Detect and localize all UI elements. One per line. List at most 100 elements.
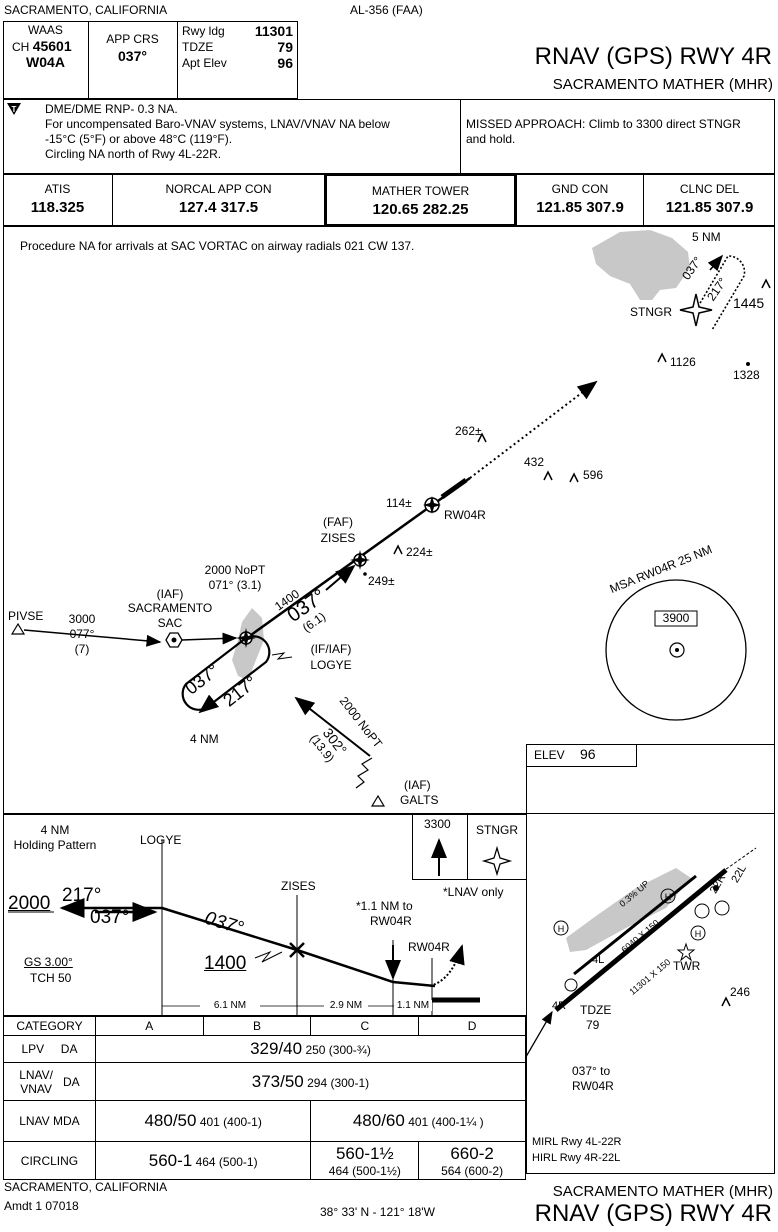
- pivse-route: [23, 629, 162, 647]
- svg-text:H: H: [695, 929, 702, 939]
- airport-obstacle-246: 246: [730, 985, 751, 999]
- missed-approach-course: [469, 380, 598, 479]
- missed-approach-line-1: MISSED APPROACH: Climb to 3300 direct ST…: [466, 117, 741, 131]
- page-subtitle: SACRAMENTO MATHER (MHR): [552, 76, 773, 93]
- profile-glideslope: GS 3.00°: [24, 955, 73, 969]
- minimums-lpv-row: LPV DA 329/40 250 (300-¾): [3, 1035, 527, 1063]
- lnav-cd-minimums: 480/60 401 (400-1¼ ): [310, 1100, 526, 1142]
- note-line-1: DME/DME RNP- 0.3 NA.: [45, 102, 178, 116]
- airport-drawing: H H H: [526, 847, 757, 1059]
- lnav-ab-minimums: 480/50 401 (400-1): [94, 1100, 312, 1142]
- airport-tdze-value: 79: [586, 1018, 600, 1032]
- note-line-3: -15°C (5°F) or above 48°C (119°F).: [45, 132, 233, 146]
- tdze-value: 79: [277, 39, 293, 55]
- apt-elev-label: Apt Elev: [182, 56, 227, 70]
- profile-lnav-only: *LNAV only: [443, 885, 504, 899]
- waas-id: W04A: [26, 54, 65, 70]
- rwy-ldg-value: 11301: [254, 23, 293, 39]
- obstacle-432: 432: [524, 455, 545, 469]
- sac-route: [181, 632, 238, 645]
- svg-text:H: H: [558, 924, 565, 934]
- pivse-crs: 077°: [69, 627, 95, 641]
- circling-ab-minimums: 560-1 464 (500-1): [94, 1141, 312, 1180]
- galts-fix-icon: [370, 794, 386, 807]
- svg-text:T: T: [12, 105, 17, 114]
- msa-circle: [605, 579, 747, 721]
- profile-note-1: *1.1 NM to: [356, 899, 413, 913]
- obstacle-249: 249±: [368, 574, 395, 588]
- profile-dist-2: 2.9 NM: [324, 1000, 368, 1011]
- footer-title: RNAV (GPS) RWY 4R: [534, 1200, 772, 1227]
- galts-route: [294, 696, 371, 757]
- airport-crs-note-1: 037° to: [572, 1064, 611, 1078]
- missed-approach-line-2: and hold.: [466, 132, 516, 146]
- obstacle-262: 262±: [455, 424, 482, 438]
- notes-box: [3, 99, 775, 174]
- rwy-ldg-label: Rwy ldg: [182, 24, 225, 38]
- briefing-strip: [3, 21, 298, 99]
- ch-label: CH 45601: [12, 38, 72, 54]
- apt-elev-value: 96: [277, 55, 293, 71]
- sac-name: SACRAMENTO: [127, 601, 213, 615]
- profile-hold-label-1: 4 NM: [40, 823, 70, 837]
- profile-stngr-icon: [481, 845, 513, 877]
- footer-coordinates: 38° 33' N - 121° 18'W: [320, 1205, 435, 1219]
- lighting-note-2: HIRL Rwy 4R-22L: [532, 1152, 621, 1164]
- note-line-4: Circling NA north of Rwy 4L-22R.: [45, 147, 222, 161]
- lpv-minimums: 329/40 250 (300-¾): [94, 1035, 527, 1063]
- profile-rw04r: RW04R: [408, 940, 450, 954]
- profile-crs-217: 217°: [62, 885, 102, 906]
- nopt-sac: 2000 NoPT: [204, 563, 266, 577]
- lnav-vnav-minimums: 373/50 294 (300-1): [94, 1062, 527, 1101]
- lnav-mda-label: LNAV MDA: [3, 1100, 96, 1142]
- chart-number: AL-356 (FAA): [350, 3, 423, 17]
- circling-label: CIRCLING: [3, 1141, 96, 1180]
- note-line-2: For uncompensated Baro-VNAV systems, LNA…: [45, 117, 390, 131]
- procedure-note: Procedure NA for arrivals at SAC VORTAC …: [20, 239, 415, 253]
- notes-triangle-icon: T: [7, 103, 21, 115]
- profile-descent-path: [161, 906, 436, 988]
- terrain-shading: [592, 230, 690, 300]
- nopt-sac-crs: 071° (3.1): [208, 578, 262, 592]
- minimums-category-row: CATEGORY A B C D: [3, 1016, 526, 1036]
- missed-approach-icons: [412, 814, 527, 880]
- pivse-label: PIVSE: [8, 609, 44, 623]
- rwy-4l-label: 4L: [592, 954, 605, 966]
- profile-note-2: RW04R: [370, 914, 412, 928]
- footer-airport: SACRAMENTO MATHER (MHR): [552, 1183, 773, 1200]
- runway-4r-22l: [554, 868, 728, 1012]
- lpv-label: LPV DA: [3, 1035, 96, 1063]
- stngr-label: STNGR: [630, 305, 672, 319]
- profile-dist-3: 1.1 NM: [394, 1000, 432, 1011]
- category-b: B: [202, 1016, 312, 1036]
- svg-text:H: H: [665, 892, 672, 902]
- profile-dist-1: 6.1 NM: [200, 1000, 260, 1011]
- profile-logye: LOGYE: [140, 833, 182, 847]
- faf-tag: (FAF): [323, 515, 353, 529]
- profile-view: [3, 814, 527, 1016]
- category-c: C: [310, 1016, 420, 1036]
- pivse-dist: (7): [74, 642, 90, 656]
- stngr-dist: 5 NM: [692, 230, 721, 244]
- obstacle-1126: 1126: [670, 355, 696, 369]
- airport-elev-value: 96: [580, 746, 596, 762]
- profile-tch: TCH 50: [30, 971, 72, 985]
- airport-tdze-label: TDZE: [580, 1003, 612, 1017]
- airport-elev-label: ELEV: [534, 748, 565, 762]
- pivse-alt: 3000: [68, 612, 96, 626]
- profile-alt-2000: 2000: [8, 893, 51, 914]
- logye-label: LOGYE: [310, 658, 352, 672]
- stngr-holding-pattern: [695, 255, 746, 331]
- obstacle-1445: 1445: [733, 295, 765, 311]
- footer-amendment: Amdt 1 07018: [4, 1199, 79, 1213]
- app-crs-value: 037°: [118, 48, 147, 64]
- obstacle-1328: 1328: [733, 368, 760, 382]
- zises-label: ZISES: [320, 531, 356, 545]
